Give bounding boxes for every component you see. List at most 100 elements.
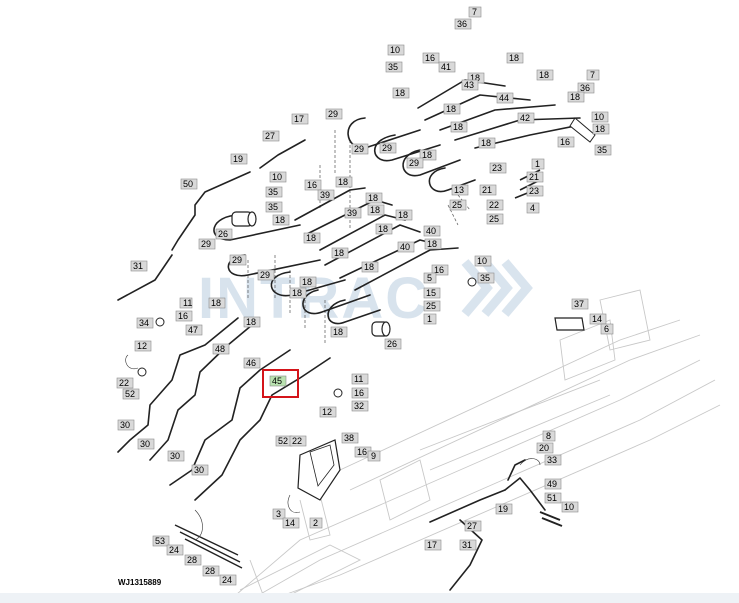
callout: 34 <box>136 317 154 329</box>
callout: 36 <box>577 82 595 94</box>
callout: 50 <box>180 178 198 190</box>
callout: 18 <box>208 297 226 309</box>
svg-text:49: 49 <box>547 479 557 489</box>
svg-text:24: 24 <box>169 545 179 555</box>
callout: 17 <box>291 113 309 125</box>
callout: 29 <box>198 238 216 250</box>
callout: 31 <box>130 260 148 272</box>
callout: 18 <box>243 316 261 328</box>
callout: 52 <box>122 388 140 400</box>
callout: 30 <box>117 419 135 431</box>
svg-text:16: 16 <box>307 180 317 190</box>
callout: 35 <box>385 61 403 73</box>
callout: 11 <box>179 297 192 309</box>
callout: 29 <box>379 142 397 154</box>
svg-text:18: 18 <box>338 177 348 187</box>
svg-text:12: 12 <box>322 407 332 417</box>
svg-text:17: 17 <box>427 540 437 550</box>
svg-text:16: 16 <box>560 137 570 147</box>
svg-text:52: 52 <box>278 436 288 446</box>
svg-text:29: 29 <box>354 144 364 154</box>
svg-text:34: 34 <box>139 318 149 328</box>
figure-code: WJ1315889 <box>118 578 162 587</box>
svg-text:26: 26 <box>218 229 228 239</box>
svg-text:18: 18 <box>334 248 344 258</box>
callout: 27 <box>262 130 280 142</box>
callout: 16 <box>351 387 369 399</box>
callout: 24 <box>166 544 184 556</box>
svg-text:23: 23 <box>529 186 539 196</box>
callout: 40 <box>397 241 415 253</box>
svg-text:29: 29 <box>382 143 392 153</box>
callout: 18 <box>424 238 442 250</box>
callout: 16 <box>557 136 575 148</box>
svg-text:18: 18 <box>509 53 519 63</box>
svg-text:35: 35 <box>480 273 490 283</box>
callout: 10 <box>561 501 579 513</box>
callout: 43 <box>461 79 479 91</box>
callout: 49 <box>544 478 562 490</box>
svg-text:31: 31 <box>133 261 143 271</box>
callout: 53 <box>152 535 170 547</box>
svg-text:52: 52 <box>125 389 135 399</box>
callout: 47 <box>185 324 203 336</box>
svg-text:26: 26 <box>387 339 397 349</box>
callout: 36 <box>454 18 472 30</box>
callout: 51 <box>544 492 562 504</box>
svg-text:18: 18 <box>395 88 405 98</box>
svg-text:35: 35 <box>597 145 607 155</box>
svg-text:10: 10 <box>477 256 487 266</box>
svg-text:35: 35 <box>388 62 398 72</box>
svg-text:33: 33 <box>547 455 557 465</box>
callout: 18 <box>506 52 524 64</box>
svg-text:4: 4 <box>530 203 535 213</box>
callout: 28 <box>184 554 202 566</box>
callout: 52 <box>275 435 293 447</box>
svg-text:37: 37 <box>574 299 584 309</box>
callout: 9 <box>367 450 381 462</box>
callout: 18 <box>419 149 437 161</box>
callout: 44 <box>496 92 514 104</box>
callout: 33 <box>544 454 562 466</box>
callout: 40 <box>423 225 441 237</box>
callout: 2 <box>309 517 323 529</box>
svg-text:3: 3 <box>276 509 281 519</box>
svg-text:INTRAC: INTRAC <box>198 266 429 331</box>
callout: 26 <box>384 338 402 350</box>
svg-text:38: 38 <box>344 433 354 443</box>
callout: 5 <box>423 272 437 284</box>
svg-text:16: 16 <box>178 311 188 321</box>
callout: 18 <box>450 121 468 133</box>
callout: 29 <box>257 269 275 281</box>
svg-text:16: 16 <box>357 447 367 457</box>
callout: 23 <box>489 162 507 174</box>
svg-text:7: 7 <box>472 7 477 17</box>
callout: 16 <box>422 52 440 64</box>
svg-text:27: 27 <box>265 131 275 141</box>
svg-text:10: 10 <box>594 112 604 122</box>
svg-text:16: 16 <box>434 265 444 275</box>
svg-text:18: 18 <box>470 73 480 83</box>
fittings <box>125 117 596 569</box>
callout: 14 <box>282 517 300 529</box>
svg-text:30: 30 <box>120 420 130 430</box>
callout: 18 <box>392 87 410 99</box>
svg-text:41: 41 <box>441 62 451 72</box>
svg-text:18: 18 <box>378 224 388 234</box>
svg-text:30: 30 <box>170 451 180 461</box>
callout: 10 <box>387 44 405 56</box>
callout: 29 <box>406 157 424 169</box>
callout: 6 <box>600 323 614 335</box>
callout: 4 <box>526 202 540 214</box>
callout: 18 <box>303 232 321 244</box>
svg-text:7: 7 <box>590 70 595 80</box>
svg-text:18: 18 <box>292 288 302 298</box>
svg-text:18: 18 <box>427 239 437 249</box>
svg-text:40: 40 <box>426 226 436 236</box>
callout: 3 <box>272 508 286 520</box>
callout: 29 <box>351 143 369 155</box>
svg-text:29: 29 <box>260 270 270 280</box>
callout: 18 <box>365 192 383 204</box>
svg-text:19: 19 <box>233 154 243 164</box>
callout: 25 <box>486 213 504 225</box>
